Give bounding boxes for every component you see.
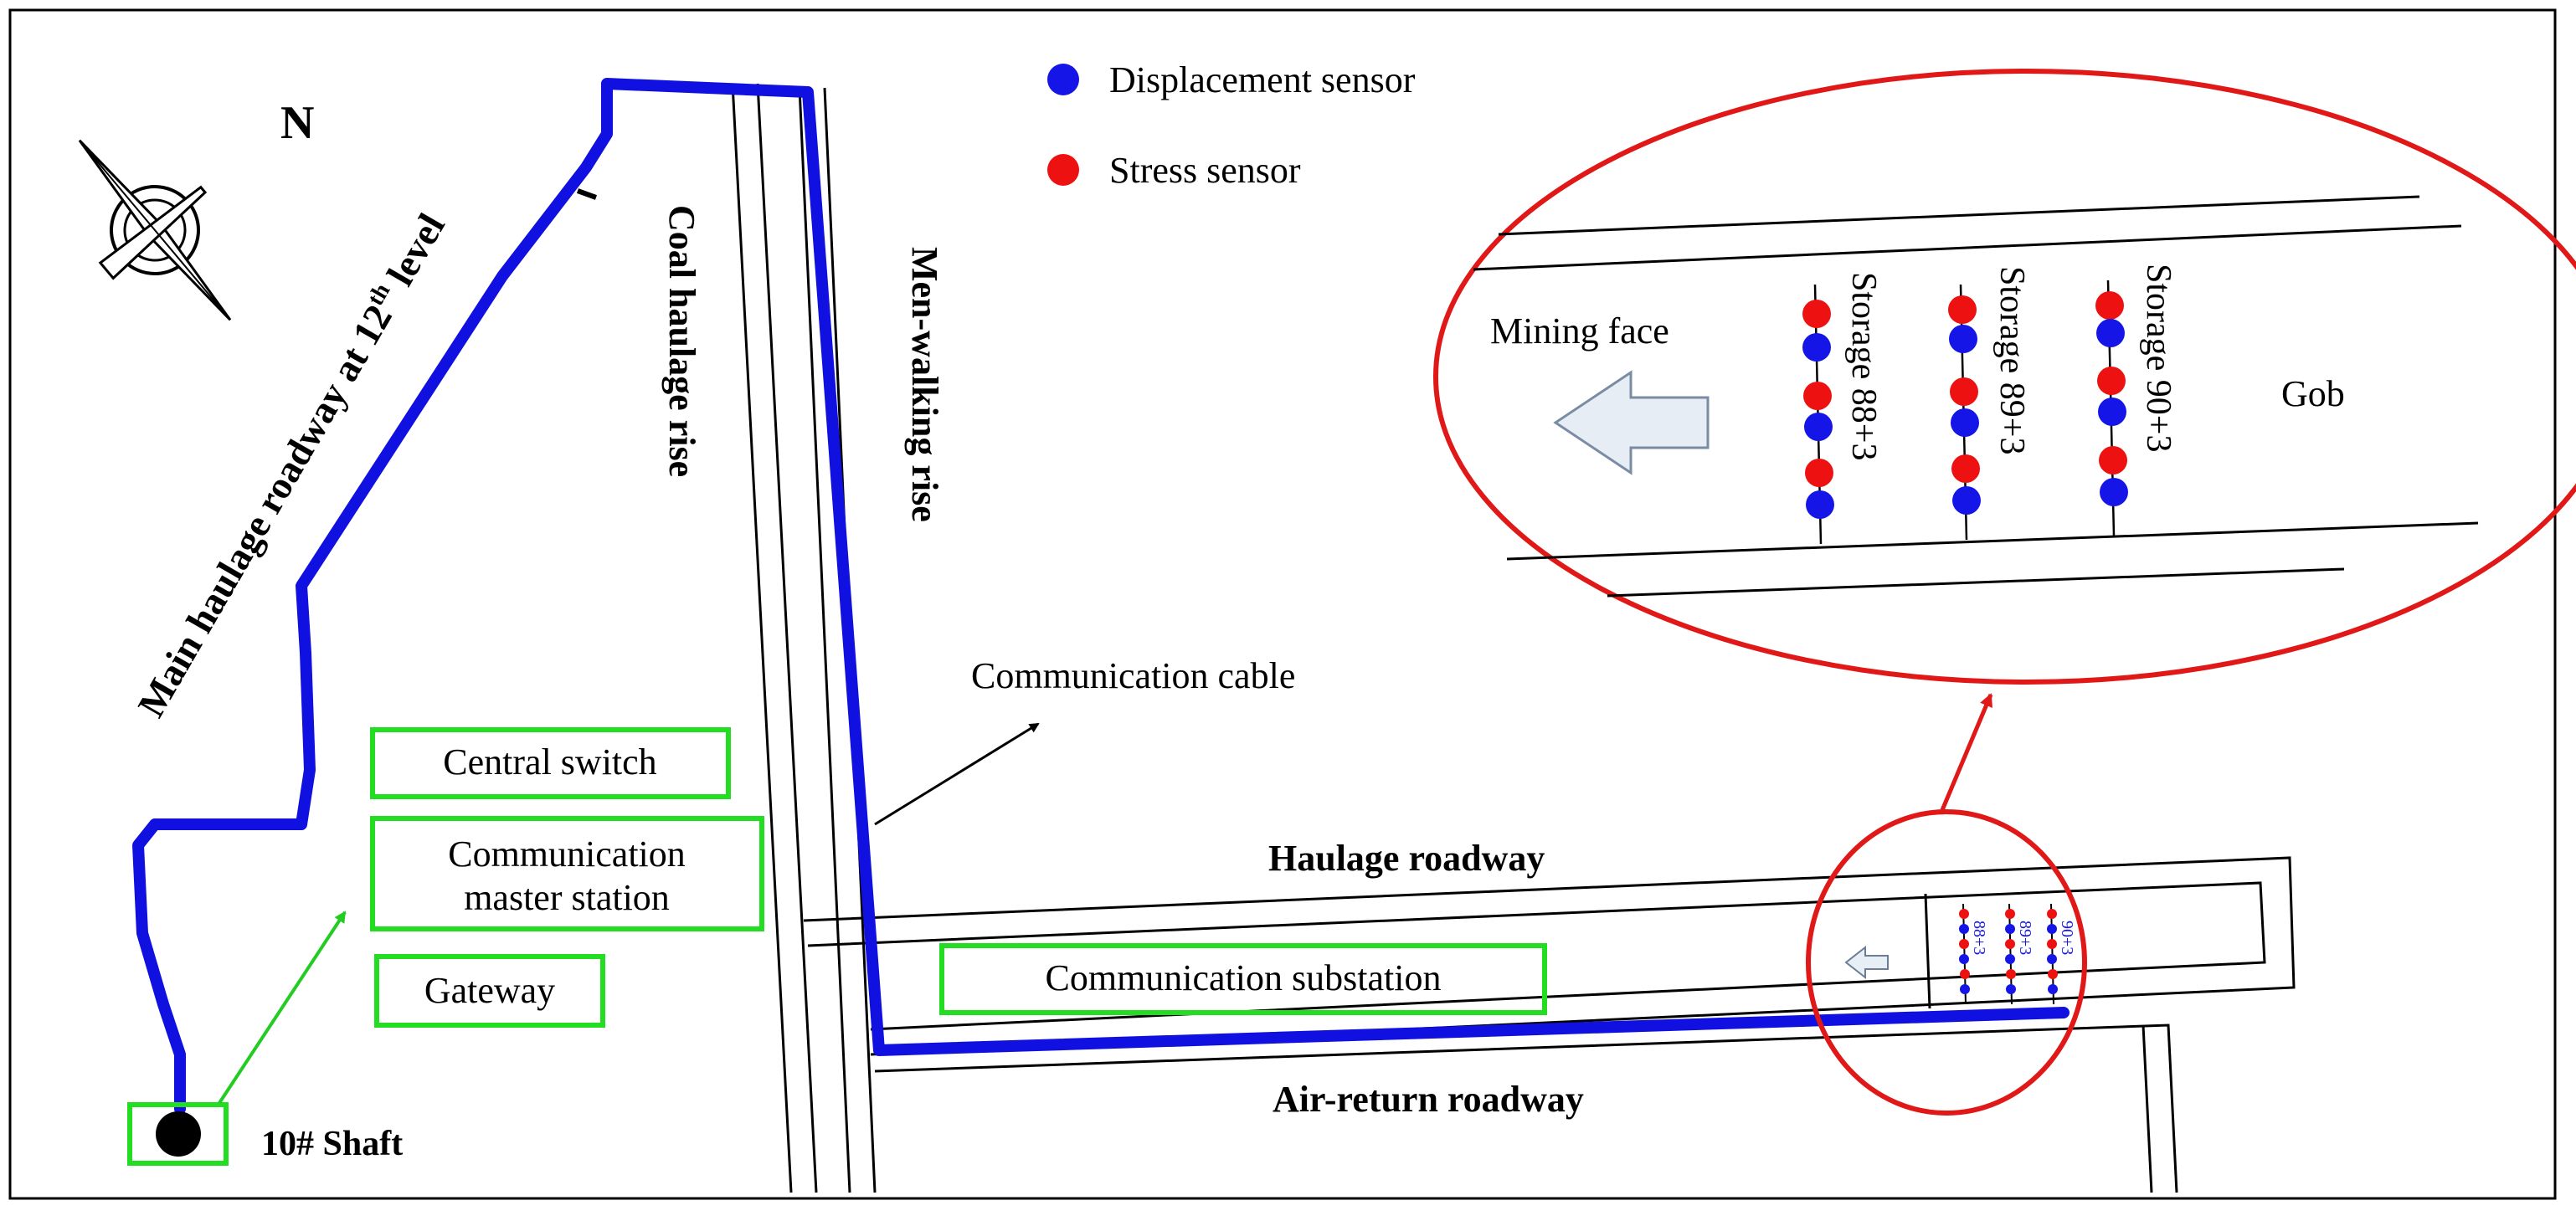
legend-displacement-dot [1047,64,1079,95]
cable-joint [576,188,598,200]
legend-stress-dot [1047,154,1079,186]
air-return-label: Air-return roadway [1273,1079,1584,1120]
mining-face-arrow-icon [1553,370,1710,475]
central-switch-box: Central switch [370,727,731,799]
small-sensor-dots [1959,909,2058,994]
haulage-roadway-outline [803,856,2296,1056]
storage-90-label: Storage 90+3 [2139,264,2178,452]
storage-89-label: Storage 89+3 [1992,266,2031,454]
callout-large-ellipse [1433,69,2576,685]
central-switch-label: Central switch [443,741,656,782]
substation-label: Communication substation [1046,957,1442,998]
storage-90-string [2095,280,2128,536]
master-station-label-1: Communication [448,834,686,875]
small-storage-group: 88+3 89+3 90+3 [1844,903,2076,1005]
shaft-icon [156,1111,201,1157]
storage-89-string [1948,284,1981,541]
gob-label: Gob [2281,373,2345,414]
small-storage-label-3: 90+3 [2058,921,2076,955]
small-storage-label-1: 88+3 [1970,921,1988,955]
gateway-box: Gateway [374,954,605,1028]
coal-rise-label: Coal haulage rise [661,205,702,477]
men-rise-label: Men-walking rise [904,247,945,522]
comm-cable-arrow [874,722,1040,826]
legend-stress-label: Stress sensor [1109,150,1301,191]
coal-haulage-rise [731,83,818,1193]
mining-face-label: Mining face [1490,310,1669,351]
communication-cable-path [132,78,2070,1115]
air-return-roadway-outline [874,1023,2178,1193]
substation-box: Communication substation [939,943,1547,1015]
small-storage-label-2: 89+3 [2016,921,2034,955]
shaft-box [127,1102,229,1166]
callout-red-arrow [1940,693,1993,811]
storage-88-label: Storage 88+3 [1844,272,1883,460]
legend: Displacement sensor Stress sensor [1047,59,1416,191]
master-station-label-2: master station [464,877,670,918]
haulage-roadway-label: Haulage roadway [1268,838,1545,879]
master-station-box: Communication master station [370,816,764,931]
gateway-label: Gateway [424,970,555,1011]
callout-small-circle [1806,809,2087,1116]
zoom-view: Mining face Gob [1433,69,2576,685]
compass-north-label: N [280,97,314,149]
small-left-arrow-icon [1844,945,1889,980]
storage-88-string [1802,284,1834,545]
compass-icon [78,139,232,321]
green-arrow [218,911,347,1105]
comm-cable-label: Communication cable [971,655,1295,696]
legend-displacement-label: Displacement sensor [1109,59,1416,100]
shaft-label: 10# Shaft [261,1125,403,1163]
